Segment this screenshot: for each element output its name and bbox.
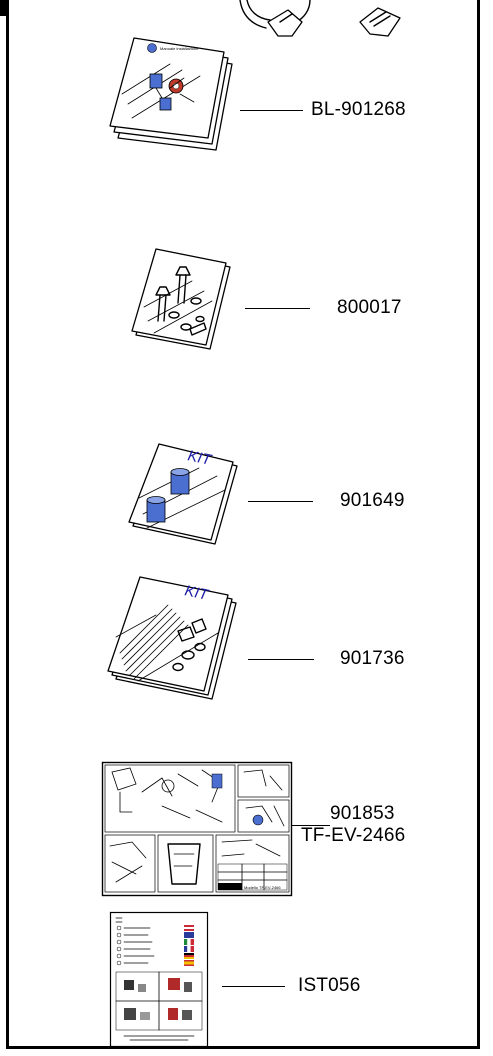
- frame-corner-mark: [0, 0, 9, 16]
- bolt-kit-bag-icon: [131, 248, 231, 350]
- leader-line-6: [222, 986, 285, 987]
- leader-line-2: [245, 308, 310, 309]
- part-code-label: 901853: [330, 803, 395, 824]
- power-cable-icon: [239, 0, 401, 37]
- instruction-booklet-with-valve-icon: Manuale installazione: [109, 37, 233, 151]
- part-code-label-secondary: TF-EV-2466: [301, 825, 406, 846]
- cylinder-kit-bag-icon: KIT: [128, 443, 238, 545]
- exploded-view-sheet-icon: Modello TF-EV-2466: [101, 761, 293, 897]
- multilingual-manual-cover-icon: [109, 911, 209, 1048]
- diagram-frame: [6, 0, 480, 1049]
- part-code-label: 800017: [337, 297, 402, 318]
- leader-line-5: [292, 825, 330, 826]
- leader-line-3: [248, 501, 313, 502]
- part-code-label: IST056: [298, 975, 361, 996]
- kit-label: KIT: [183, 582, 211, 604]
- sheet-footer: Modello TF-EV-2466: [244, 885, 281, 890]
- kit-label: KIT: [186, 447, 214, 469]
- cable-kit-bag-icon: KIT: [107, 576, 237, 700]
- part-code-label: BL-901268: [311, 99, 406, 120]
- leader-line-1: [240, 110, 303, 111]
- part-code-label: 901649: [340, 490, 405, 511]
- leader-line-4: [248, 659, 314, 660]
- part-code-label: 901736: [340, 648, 405, 669]
- booklet-title: Manuale installazione: [160, 46, 199, 51]
